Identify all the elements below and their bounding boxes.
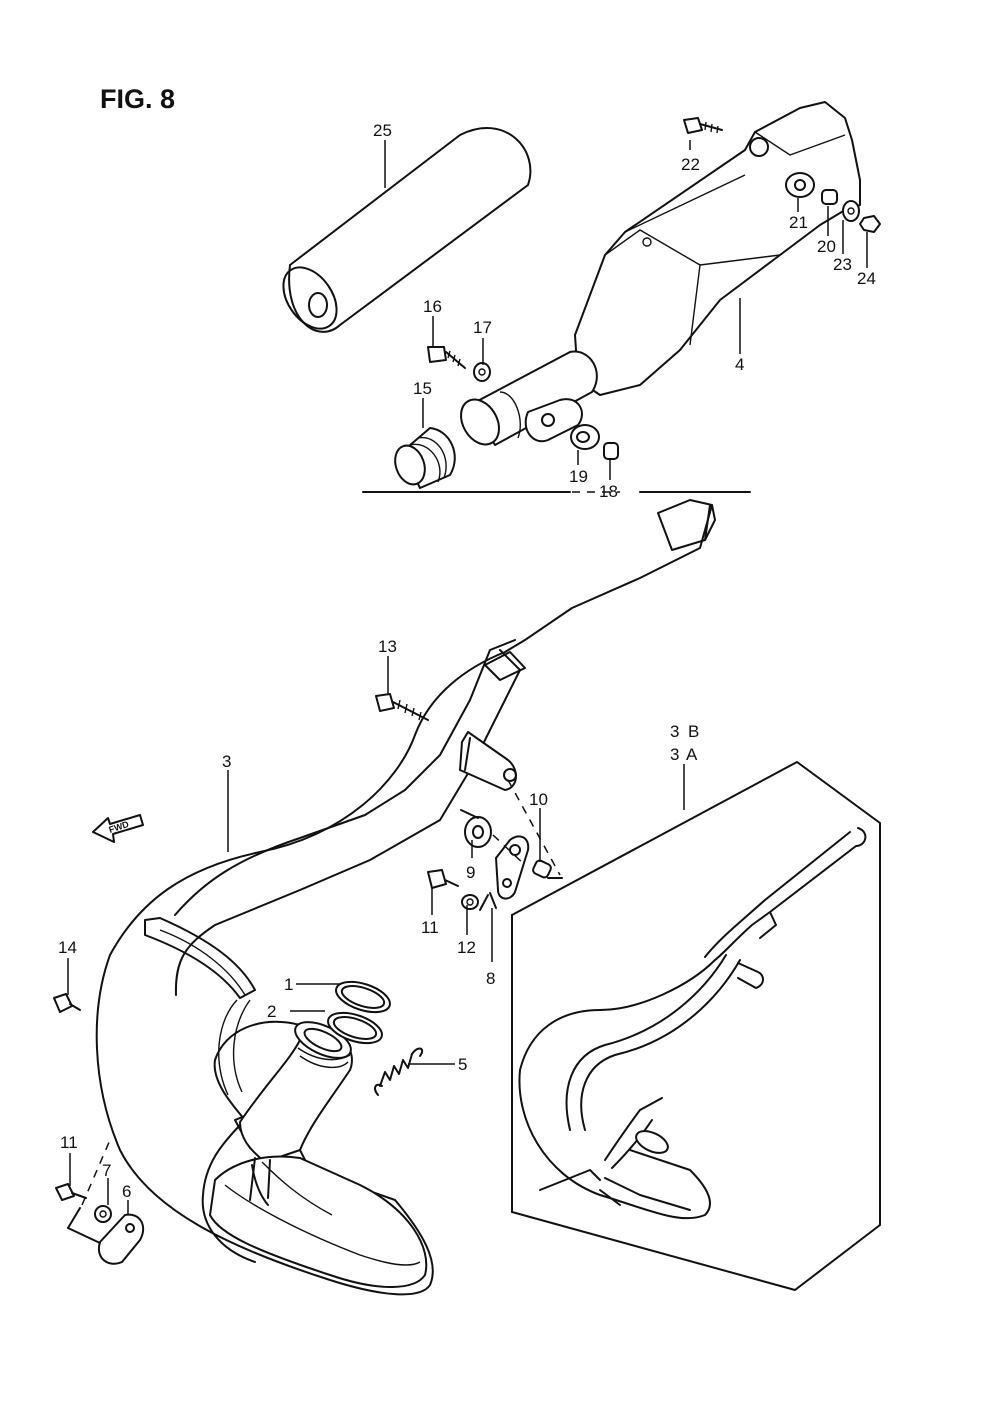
callout-24: 24	[857, 269, 876, 288]
collar-10	[532, 859, 552, 879]
washer-12	[461, 894, 479, 910]
callout-23: 23	[833, 255, 852, 274]
callout-13: 13	[378, 637, 397, 656]
rubber-mount-9	[464, 816, 492, 848]
forward-arrow-icon: FWD	[92, 814, 144, 843]
bolt-14	[53, 993, 81, 1013]
silencer-assembly	[282, 101, 881, 493]
callout-18: 18	[599, 482, 618, 501]
bolt-16	[427, 346, 466, 369]
callout-25: 25	[373, 121, 392, 140]
callout-21: 21	[789, 213, 808, 232]
spring-5	[374, 1047, 424, 1096]
callout-2: 2	[267, 1002, 276, 1021]
callout-6: 6	[122, 1182, 131, 1201]
callout-11-upper: 11	[421, 918, 439, 937]
callout-8: 8	[486, 969, 495, 988]
callout-16: 16	[423, 297, 442, 316]
figure-title: FIG. 8	[100, 84, 175, 114]
callout-10: 10	[529, 790, 548, 809]
callout-22: 22	[681, 155, 700, 174]
callout-14: 14	[58, 938, 77, 957]
washer-23	[842, 200, 860, 222]
callout-3: 3	[222, 752, 231, 771]
callout-labels: 25 22 21 20 23 24 4 16 17 15 19 18 3 B 3…	[58, 121, 876, 1201]
callout-5: 5	[458, 1055, 467, 1074]
bush-19	[570, 424, 600, 450]
callout-1: 1	[284, 975, 293, 994]
callout-11-lower: 11	[60, 1133, 78, 1152]
muffler-body	[460, 101, 861, 446]
callout-variant-a: A	[686, 745, 698, 764]
exhaust-chamber-pipe	[95, 499, 716, 1296]
bolt-11-upper	[427, 869, 459, 889]
nut-24	[859, 215, 881, 233]
callout-19: 19	[569, 467, 588, 486]
leader-lines	[67, 140, 868, 1215]
bolt-22	[683, 117, 723, 134]
callout-9: 9	[466, 863, 475, 882]
callout-15: 15	[413, 379, 432, 398]
washer-17	[473, 362, 491, 382]
gasket-2	[327, 1011, 383, 1045]
callout-12: 12	[457, 938, 476, 957]
callout-3a-number: 3	[670, 745, 679, 764]
callout-variant-b: B	[688, 722, 699, 741]
callout-4: 4	[735, 355, 744, 374]
bracket-plate-8	[495, 835, 530, 900]
bolt-11-lower	[55, 1183, 87, 1201]
bolt-13	[375, 693, 429, 721]
callout-20: 20	[817, 237, 836, 256]
washer-7	[94, 1205, 112, 1223]
end-cap-grommet	[394, 427, 456, 489]
collar-18	[603, 442, 619, 460]
callout-17: 17	[473, 318, 492, 337]
bush-21	[785, 172, 815, 198]
cap-6	[97, 1213, 145, 1265]
gasket-1	[335, 980, 391, 1014]
variant-box	[511, 761, 881, 1291]
silencer-packing	[282, 127, 532, 333]
callout-3b-number: 3	[670, 722, 679, 741]
collar-20	[821, 189, 838, 205]
callout-7: 7	[102, 1161, 111, 1180]
